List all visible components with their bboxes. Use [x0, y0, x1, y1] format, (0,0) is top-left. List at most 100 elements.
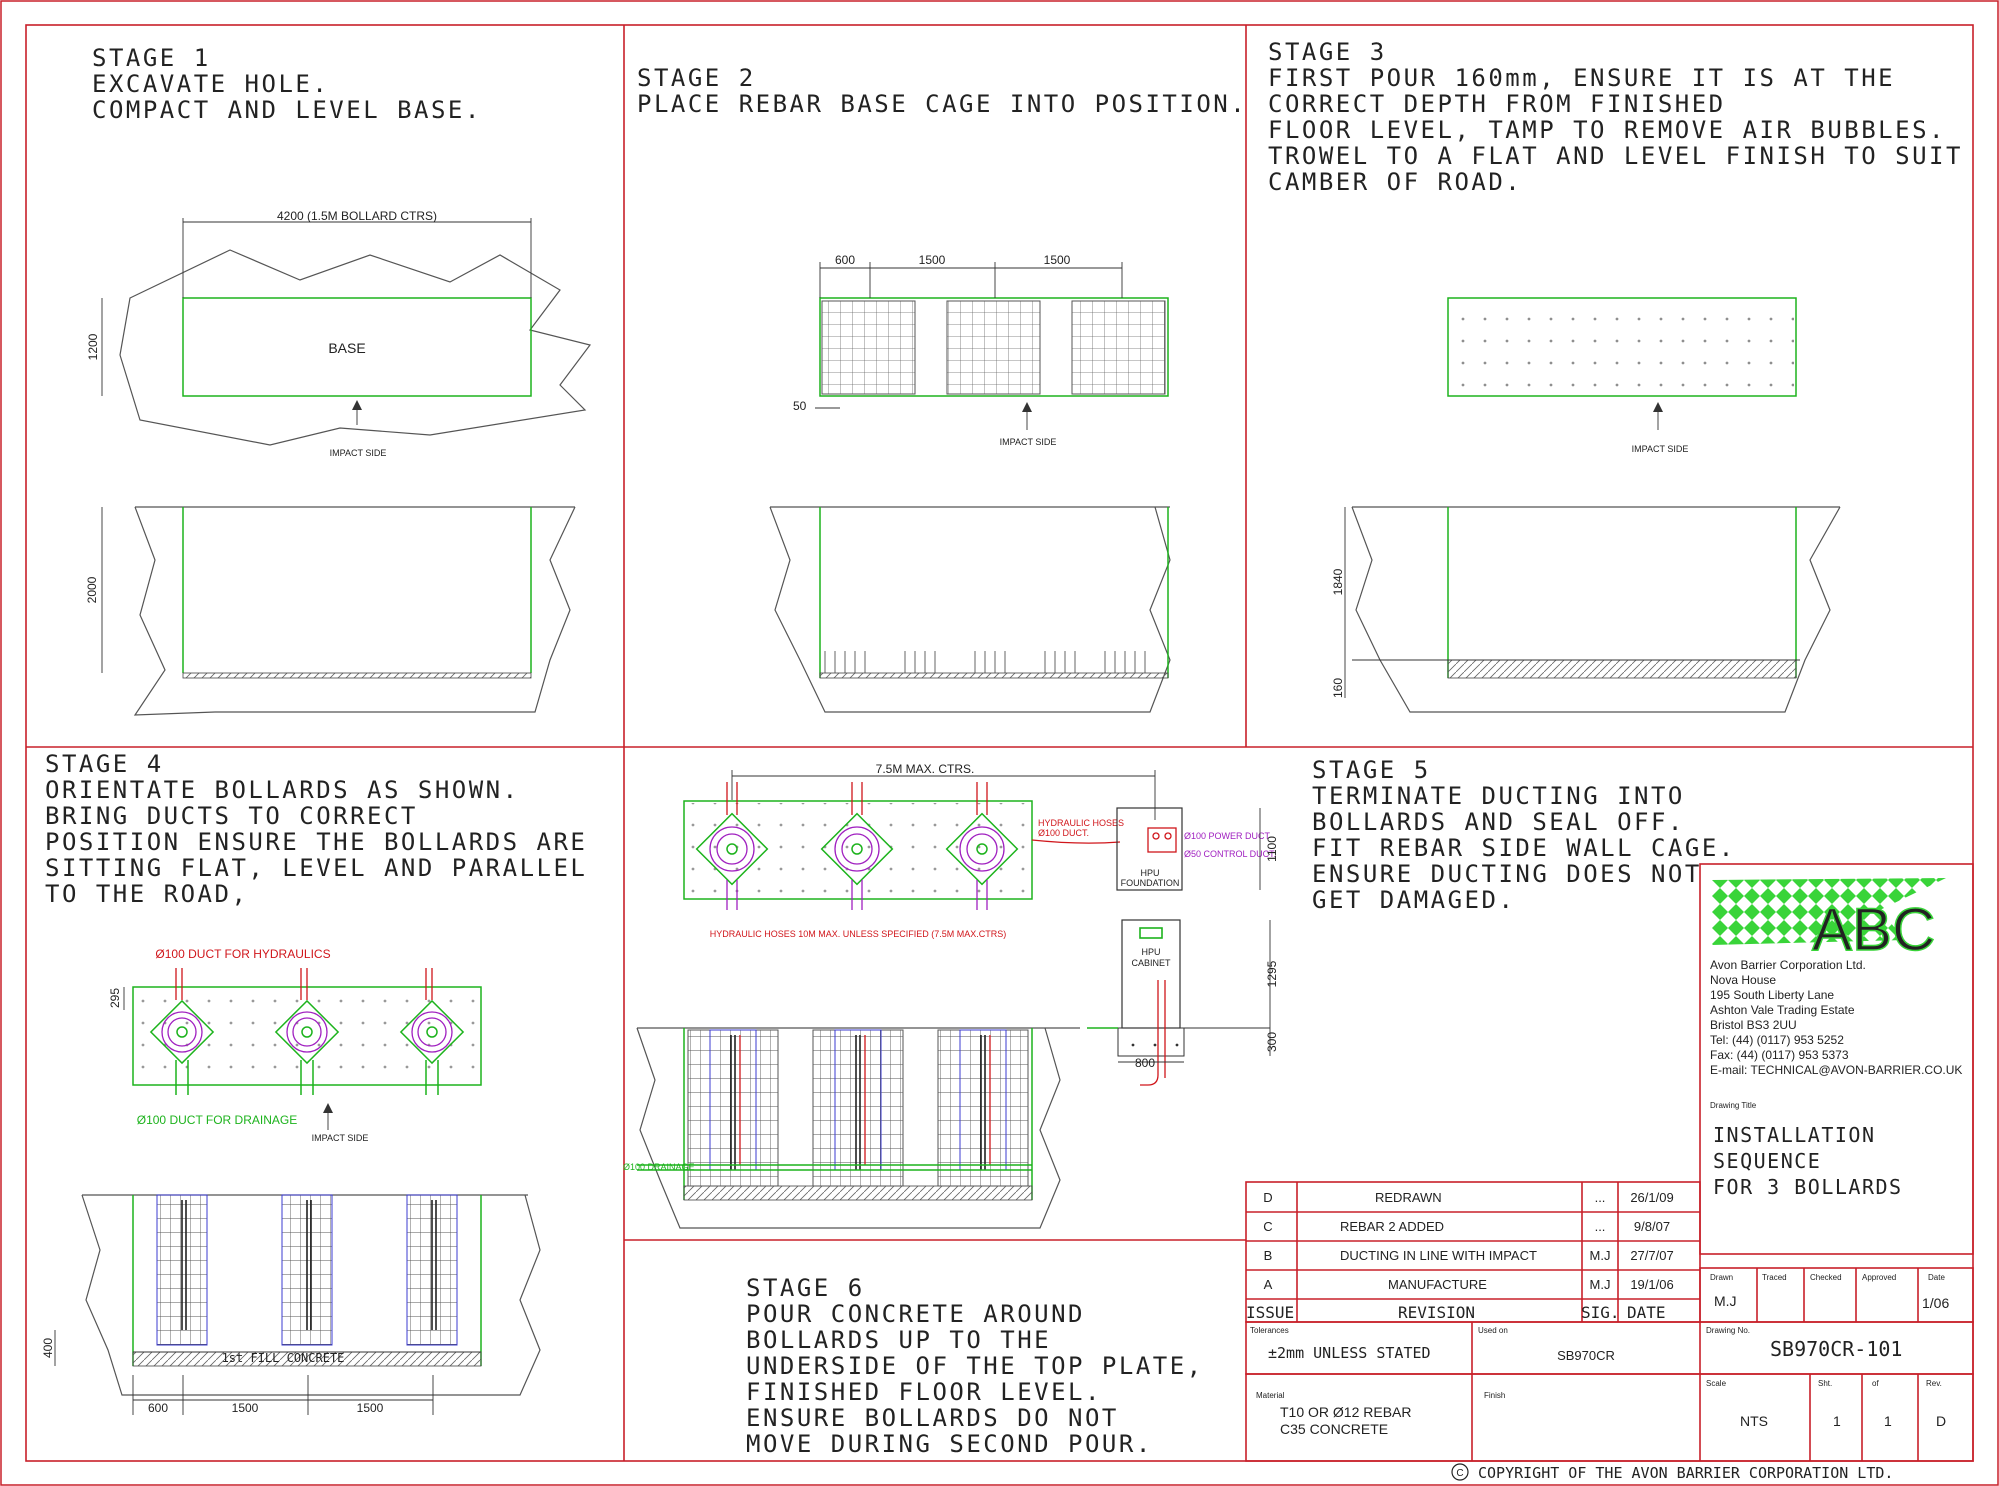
hpu-cabinet: HPU CABINET 1295 300 800 — [1087, 919, 1279, 1086]
revision-header-revision: REVISION — [1398, 1303, 1475, 1322]
dimension-1500: 1500 — [232, 1401, 259, 1415]
checked-label: Checked — [1810, 1273, 1842, 1282]
drawing-title-line: INSTALLATION — [1713, 1123, 1876, 1147]
copyright-notice: C COPYRIGHT OF THE AVON BARRIER CORPORAT… — [1451, 1463, 1893, 1482]
company-telephone: Tel: (44) (0117) 953 5252 — [1710, 1033, 1844, 1047]
scale-label: Scale — [1706, 1379, 1727, 1388]
of-label: of — [1872, 1379, 1879, 1388]
dimension-2000: 2000 — [85, 576, 99, 603]
company-email: E-mail: TECHNICAL@AVON-BARRIER.CO.UK — [1710, 1063, 1962, 1077]
dimension-160: 160 — [1331, 678, 1345, 698]
dimension-300: 300 — [1265, 1032, 1279, 1052]
revision-header-signature: SIG. — [1581, 1303, 1620, 1322]
drawing-number-label: Drawing No. — [1706, 1326, 1750, 1335]
revision-description: DUCTING IN LINE WITH IMPACT — [1340, 1248, 1537, 1263]
stage-3-heading: STAGE 3 — [1268, 38, 1387, 66]
revision-description: REDRAWN — [1375, 1190, 1442, 1205]
stage-6-heading: STAGE 6 — [746, 1274, 865, 1302]
revision-signature: ... — [1595, 1219, 1606, 1234]
stage-6-line: UNDERSIDE OF THE TOP PLATE, — [746, 1352, 1204, 1380]
dimension-4200: 4200 (1.5M BOLLARD CTRS) — [277, 209, 437, 223]
dimension-400: 400 — [41, 1338, 55, 1358]
copyright-icon — [1451, 1463, 1469, 1481]
of-value: 1 — [1884, 1413, 1892, 1429]
stage-5-heading: STAGE 5 — [1312, 756, 1431, 784]
copyright-text: COPYRIGHT OF THE AVON BARRIER CORPORATIO… — [1478, 1464, 1893, 1482]
stage-5-line: TERMINATE DUCTING INTO — [1312, 782, 1685, 810]
dimension-1840: 1840 — [1331, 568, 1345, 595]
dimension-1200: 1200 — [86, 333, 100, 360]
rev-label: Rev. — [1926, 1379, 1942, 1388]
revision-header-date: DATE — [1627, 1303, 1666, 1322]
revision-signature: M.J — [1590, 1248, 1611, 1263]
traced-label: Traced — [1762, 1273, 1787, 1282]
hpu-cabinet-label: HPU — [1141, 947, 1160, 957]
control-duct-label: Ø50 CONTROL DUCT. — [1184, 849, 1276, 859]
company-fax: Fax: (44) (0117) 953 5373 — [1710, 1048, 1849, 1062]
finish-label: Finish — [1484, 1391, 1505, 1400]
bollard-plan — [820, 782, 894, 910]
revision-date: 9/8/07 — [1634, 1219, 1670, 1234]
hpu-cabinet-label: CABINET — [1131, 958, 1171, 968]
stage-5-section-view: Ø100 DRAINAGE — [623, 1027, 1080, 1229]
revision-row: B DUCTING IN LINE WITH IMPACT M.J 27/7/0… — [1264, 1248, 1674, 1263]
stage-1-heading: STAGE 1 — [92, 44, 211, 72]
stage-1-line: COMPACT AND LEVEL BASE. — [92, 96, 482, 124]
stage-6-line: POUR CONCRETE AROUND — [746, 1300, 1085, 1328]
stage-5-line: FIT REBAR SIDE WALL CAGE. — [1312, 834, 1736, 862]
stage-4-notes: STAGE 4 ORIENTATE BOLLARDS AS SHOWN. BRI… — [45, 750, 585, 908]
stage-2-line: PLACE REBAR BASE CAGE INTO POSITION. — [637, 90, 1247, 118]
stage-2-heading: STAGE 2 — [637, 64, 756, 92]
material-line: C35 CONCRETE — [1280, 1421, 1388, 1437]
stage-3-line: CORRECT DEPTH FROM FINISHED — [1268, 90, 1726, 118]
logo-lettering: ABC — [1812, 896, 1935, 963]
dimension-295: 295 — [108, 988, 122, 1008]
stage-4-heading: STAGE 4 — [45, 750, 164, 778]
date-label: Date — [1928, 1273, 1945, 1282]
dimension-1295: 1295 — [1265, 960, 1279, 987]
impact-side-label: IMPACT SIDE — [312, 1133, 369, 1143]
revision-signature: ... — [1595, 1190, 1606, 1205]
stage-3-section-view: 1840 160 — [1331, 506, 1841, 713]
stage-6-line: ENSURE BOLLARDS DO NOT — [746, 1404, 1119, 1432]
stage-4-line: ORIENTATE BOLLARDS AS SHOWN. — [45, 776, 520, 804]
company-address-line: 195 South Liberty Lane — [1710, 988, 1834, 1002]
bollard-plan — [399, 968, 465, 1095]
dimension-600: 600 — [835, 253, 855, 267]
bollard-plan — [695, 782, 769, 910]
base-label: BASE — [328, 340, 365, 356]
stage-4-line: TO THE ROAD, — [45, 880, 248, 908]
stage-6-notes: STAGE 6 POUR CONCRETE AROUND BOLLARDS UP… — [746, 1274, 1204, 1458]
hpu-foundation: HPU FOUNDATION Ø100 POWER DUCT Ø50 CONTR… — [1116, 807, 1279, 891]
material-label: Material — [1256, 1391, 1285, 1400]
impact-side-label: IMPACT SIDE — [330, 448, 387, 458]
dimension-1100: 1100 — [1265, 836, 1279, 862]
stage-4-section-view: 1st FILL CONCRETE 400 600 1500 1500 — [41, 1194, 541, 1415]
stage-4-plan-view: Ø100 DUCT FOR HYDRAULICS 295 Ø100 DUCT F… — [108, 947, 482, 1143]
hoses-diameter-label: Ø100 DUCT. — [1038, 828, 1089, 838]
dimension-1500: 1500 — [919, 253, 946, 267]
info-row: Tolerances ±2mm UNLESS STATED Used on SB… — [1245, 1321, 1974, 1375]
drawing-number-value: SB970CR-101 — [1770, 1337, 1902, 1361]
hydraulic-hoses-label: HYDRAULIC HOSES — [1038, 818, 1124, 828]
stage-5-line: BOLLARDS AND SEAL OFF. — [1312, 808, 1685, 836]
first-fill-concrete-label: 1st FILL CONCRETE — [222, 1351, 345, 1365]
stage-3-plan-view: IMPACT SIDE — [1447, 297, 1797, 454]
sheet-label: Sht. — [1818, 1379, 1832, 1388]
impact-side-label: IMPACT SIDE — [1632, 444, 1689, 454]
stage-1-line: EXCAVATE HOLE. — [92, 70, 329, 98]
revision-signature: M.J — [1590, 1277, 1611, 1292]
date-value: 1/06 — [1922, 1295, 1949, 1311]
revision-description: REBAR 2 ADDED — [1340, 1219, 1444, 1234]
stage-3-line: FLOOR LEVEL, TAMP TO REMOVE AIR BUBBLES. — [1268, 116, 1946, 144]
tolerances-label: Tolerances — [1250, 1326, 1289, 1335]
title-block: ABC Avon Barrier Corporation Ltd. Nova H… — [1699, 863, 1974, 1255]
stage-5-plan-view: 7.5M MAX. CTRS. HYDRAULIC HOSES 10M MAX.… — [683, 762, 1279, 1086]
dimension-800: 800 — [1135, 1056, 1155, 1070]
stage-2-section-view — [769, 506, 1171, 713]
company-address-line: Ashton Vale Trading Estate — [1710, 1003, 1855, 1017]
bollard-plan — [945, 782, 1019, 910]
revision-row: D REDRAWN ... 26/1/09 — [1263, 1190, 1673, 1205]
